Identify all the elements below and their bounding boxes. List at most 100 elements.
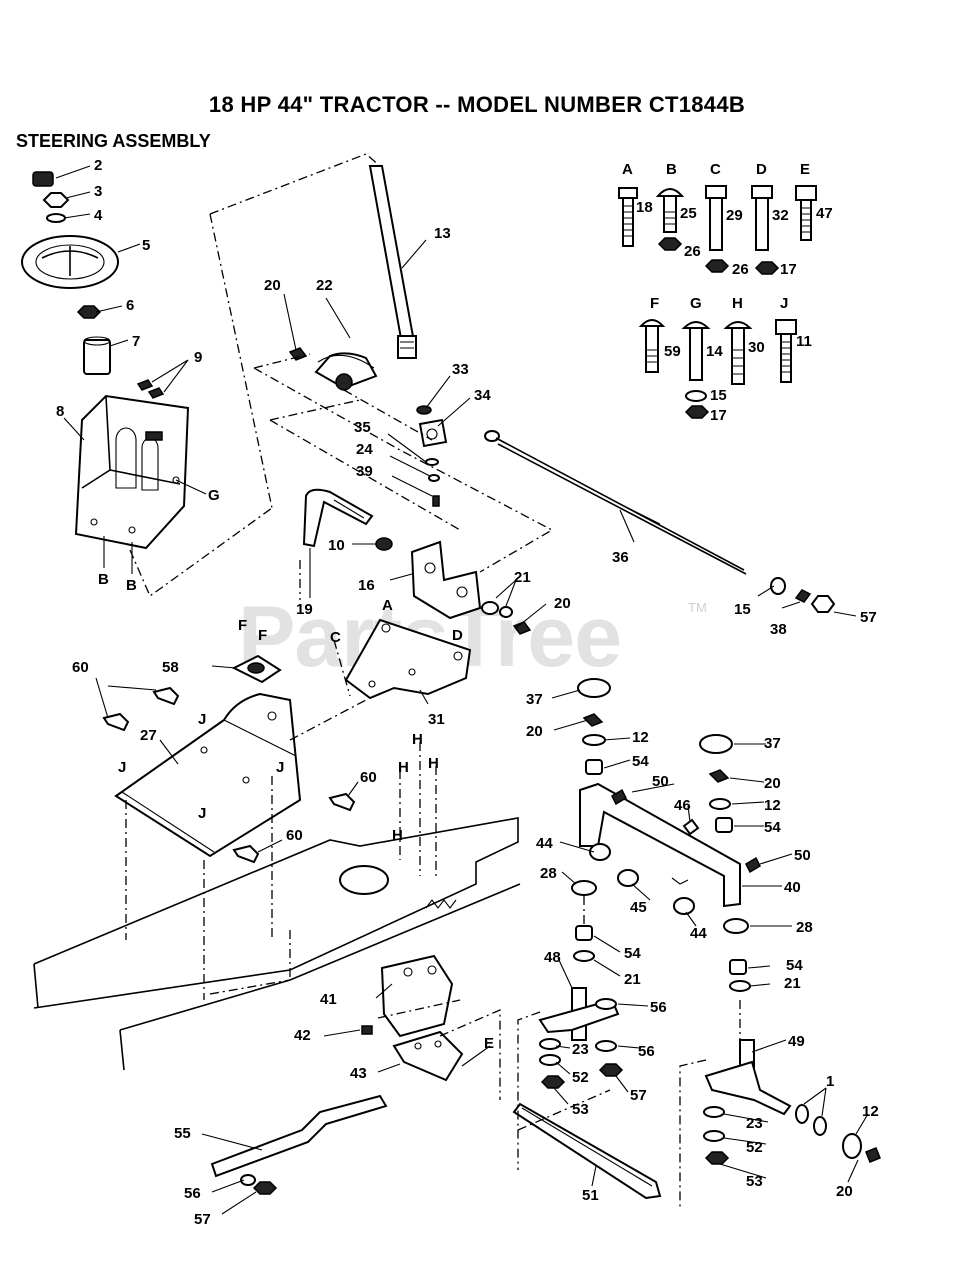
callout-42: 42 [294, 1027, 311, 1044]
callout-52-a: 52 [572, 1069, 589, 1086]
callout-16: 16 [358, 577, 375, 594]
hardware-key [618, 185, 817, 419]
callout-56-b: 56 [638, 1043, 655, 1060]
callout-28-b: 28 [796, 919, 813, 936]
callout-38: 38 [770, 621, 787, 638]
letter-j-floor-3: J [276, 759, 284, 776]
front-axle [512, 678, 881, 1200]
callout-20-c: 20 [526, 723, 543, 740]
callout-25: 25 [680, 205, 697, 222]
callout-59: 59 [664, 343, 681, 360]
callout-12-b: 12 [764, 797, 781, 814]
callout-53-a: 53 [572, 1101, 589, 1118]
callout-50-b: 50 [794, 847, 811, 864]
clips-60 [102, 686, 356, 864]
bolt-c [704, 185, 730, 273]
callout-26-b: 26 [732, 261, 749, 278]
letter-h-key: H [732, 295, 743, 312]
letter-j-floor-2: J [118, 759, 126, 776]
mount-plate-58 [231, 654, 282, 684]
callout-46: 46 [674, 797, 691, 814]
callout-60-a: 60 [72, 659, 89, 676]
bolt-d [751, 185, 780, 275]
callout-21-b: 21 [624, 971, 641, 988]
callout-30: 30 [748, 339, 765, 356]
callout-55: 55 [174, 1125, 191, 1142]
callout-52-b: 52 [746, 1139, 763, 1156]
letter-h-frame-1: H [412, 731, 423, 748]
letter-a-key: A [622, 161, 633, 178]
letter-j-floor-4: J [198, 805, 206, 822]
callout-48: 48 [544, 949, 561, 966]
letter-g-key: G [690, 295, 702, 312]
callout-39: 39 [356, 463, 373, 480]
callout-49: 49 [788, 1033, 805, 1050]
floor-plate [114, 692, 302, 858]
callout-14: 14 [706, 343, 723, 360]
callout-54-b: 54 [764, 819, 781, 836]
callout-12-a: 12 [632, 729, 649, 746]
letter-b-dash-2: B [126, 577, 137, 594]
callout-5: 5 [142, 237, 150, 254]
callout-43: 43 [350, 1065, 367, 1082]
callout-47: 47 [816, 205, 833, 222]
bolt-e [795, 185, 817, 241]
callout-12-c: 12 [862, 1103, 879, 1120]
callout-56-a: 56 [650, 999, 667, 1016]
callout-18: 18 [636, 199, 653, 216]
steering-shaft [368, 165, 417, 359]
callout-40: 40 [784, 879, 801, 896]
bolt-h [723, 321, 753, 385]
letter-h-frame-4: H [392, 827, 403, 844]
mounting-plate [344, 618, 472, 700]
callout-20-b: 20 [554, 595, 571, 612]
callout-33: 33 [452, 361, 469, 378]
letter-f-mount-2: F [258, 627, 267, 644]
callout-6: 6 [126, 297, 134, 314]
callout-20-d: 20 [764, 775, 781, 792]
letter-b-dash-1: B [98, 571, 109, 588]
callout-44-a: 44 [536, 835, 553, 852]
callout-29: 29 [726, 207, 743, 224]
callout-31: 31 [428, 711, 445, 728]
callout-8: 8 [56, 403, 64, 420]
letter-j-floor-1: J [198, 711, 206, 728]
letter-c-plate: C [330, 629, 341, 646]
letter-g-dash: G [208, 487, 220, 504]
callout-2: 2 [94, 157, 102, 174]
callout-13: 13 [434, 225, 451, 242]
bolt-j [775, 319, 797, 383]
section-title: STEERING ASSEMBLY [16, 131, 211, 151]
callout-35: 35 [354, 419, 371, 436]
callout-28-a: 28 [540, 865, 557, 882]
callout-1: 1 [826, 1073, 834, 1090]
callout-45: 45 [630, 899, 647, 916]
callout-41: 41 [320, 991, 337, 1008]
letter-a-plate: A [382, 597, 393, 614]
drag-link [484, 430, 836, 613]
leader-dashes [125, 153, 741, 1208]
callout-4: 4 [94, 207, 103, 224]
callout-10: 10 [328, 537, 345, 554]
steering-bracket [410, 540, 532, 635]
page-title: 18 HP 44" TRACTOR -- MODEL NUMBER CT1844… [208, 92, 746, 117]
callout-7: 7 [132, 333, 140, 350]
callout-54-a: 54 [632, 753, 649, 770]
callout-labels: 2 3 4 5 6 7 9 8 13 20 22 33 34 35 24 39 … [56, 157, 879, 1228]
callout-54-c: 54 [624, 945, 641, 962]
callout-9: 9 [194, 349, 202, 366]
callout-17-a: 17 [780, 261, 797, 278]
watermark-trademark: TM [688, 600, 707, 615]
bolt-b [655, 188, 685, 251]
letter-f-key: F [650, 295, 659, 312]
callout-3: 3 [94, 183, 102, 200]
callout-21-a: 21 [514, 569, 531, 586]
callout-57-a: 57 [860, 609, 877, 626]
callout-57-b: 57 [630, 1087, 647, 1104]
letter-d-key: D [756, 161, 767, 178]
callout-27: 27 [140, 727, 157, 744]
callout-20-a: 20 [264, 277, 281, 294]
callout-37-b: 37 [764, 735, 781, 752]
hardware-letter-labels: A B C D E F G H J G B B A C D F F J J J … [98, 161, 810, 1052]
